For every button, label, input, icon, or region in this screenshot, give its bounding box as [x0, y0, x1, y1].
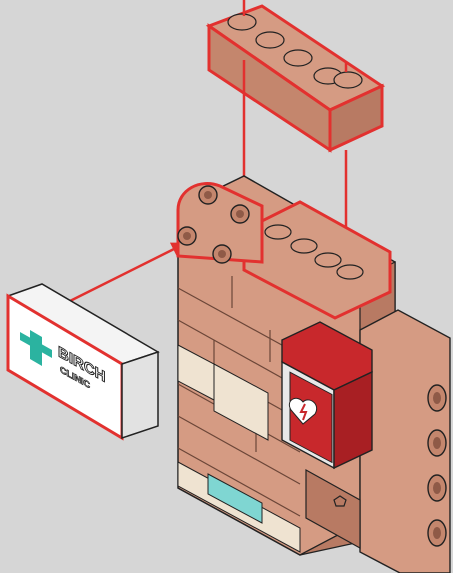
birch-clinic-sign: BIRCH CLINIC: [8, 284, 158, 438]
defibrillator-box: [282, 322, 372, 468]
top-brick-1x4: [209, 6, 382, 150]
